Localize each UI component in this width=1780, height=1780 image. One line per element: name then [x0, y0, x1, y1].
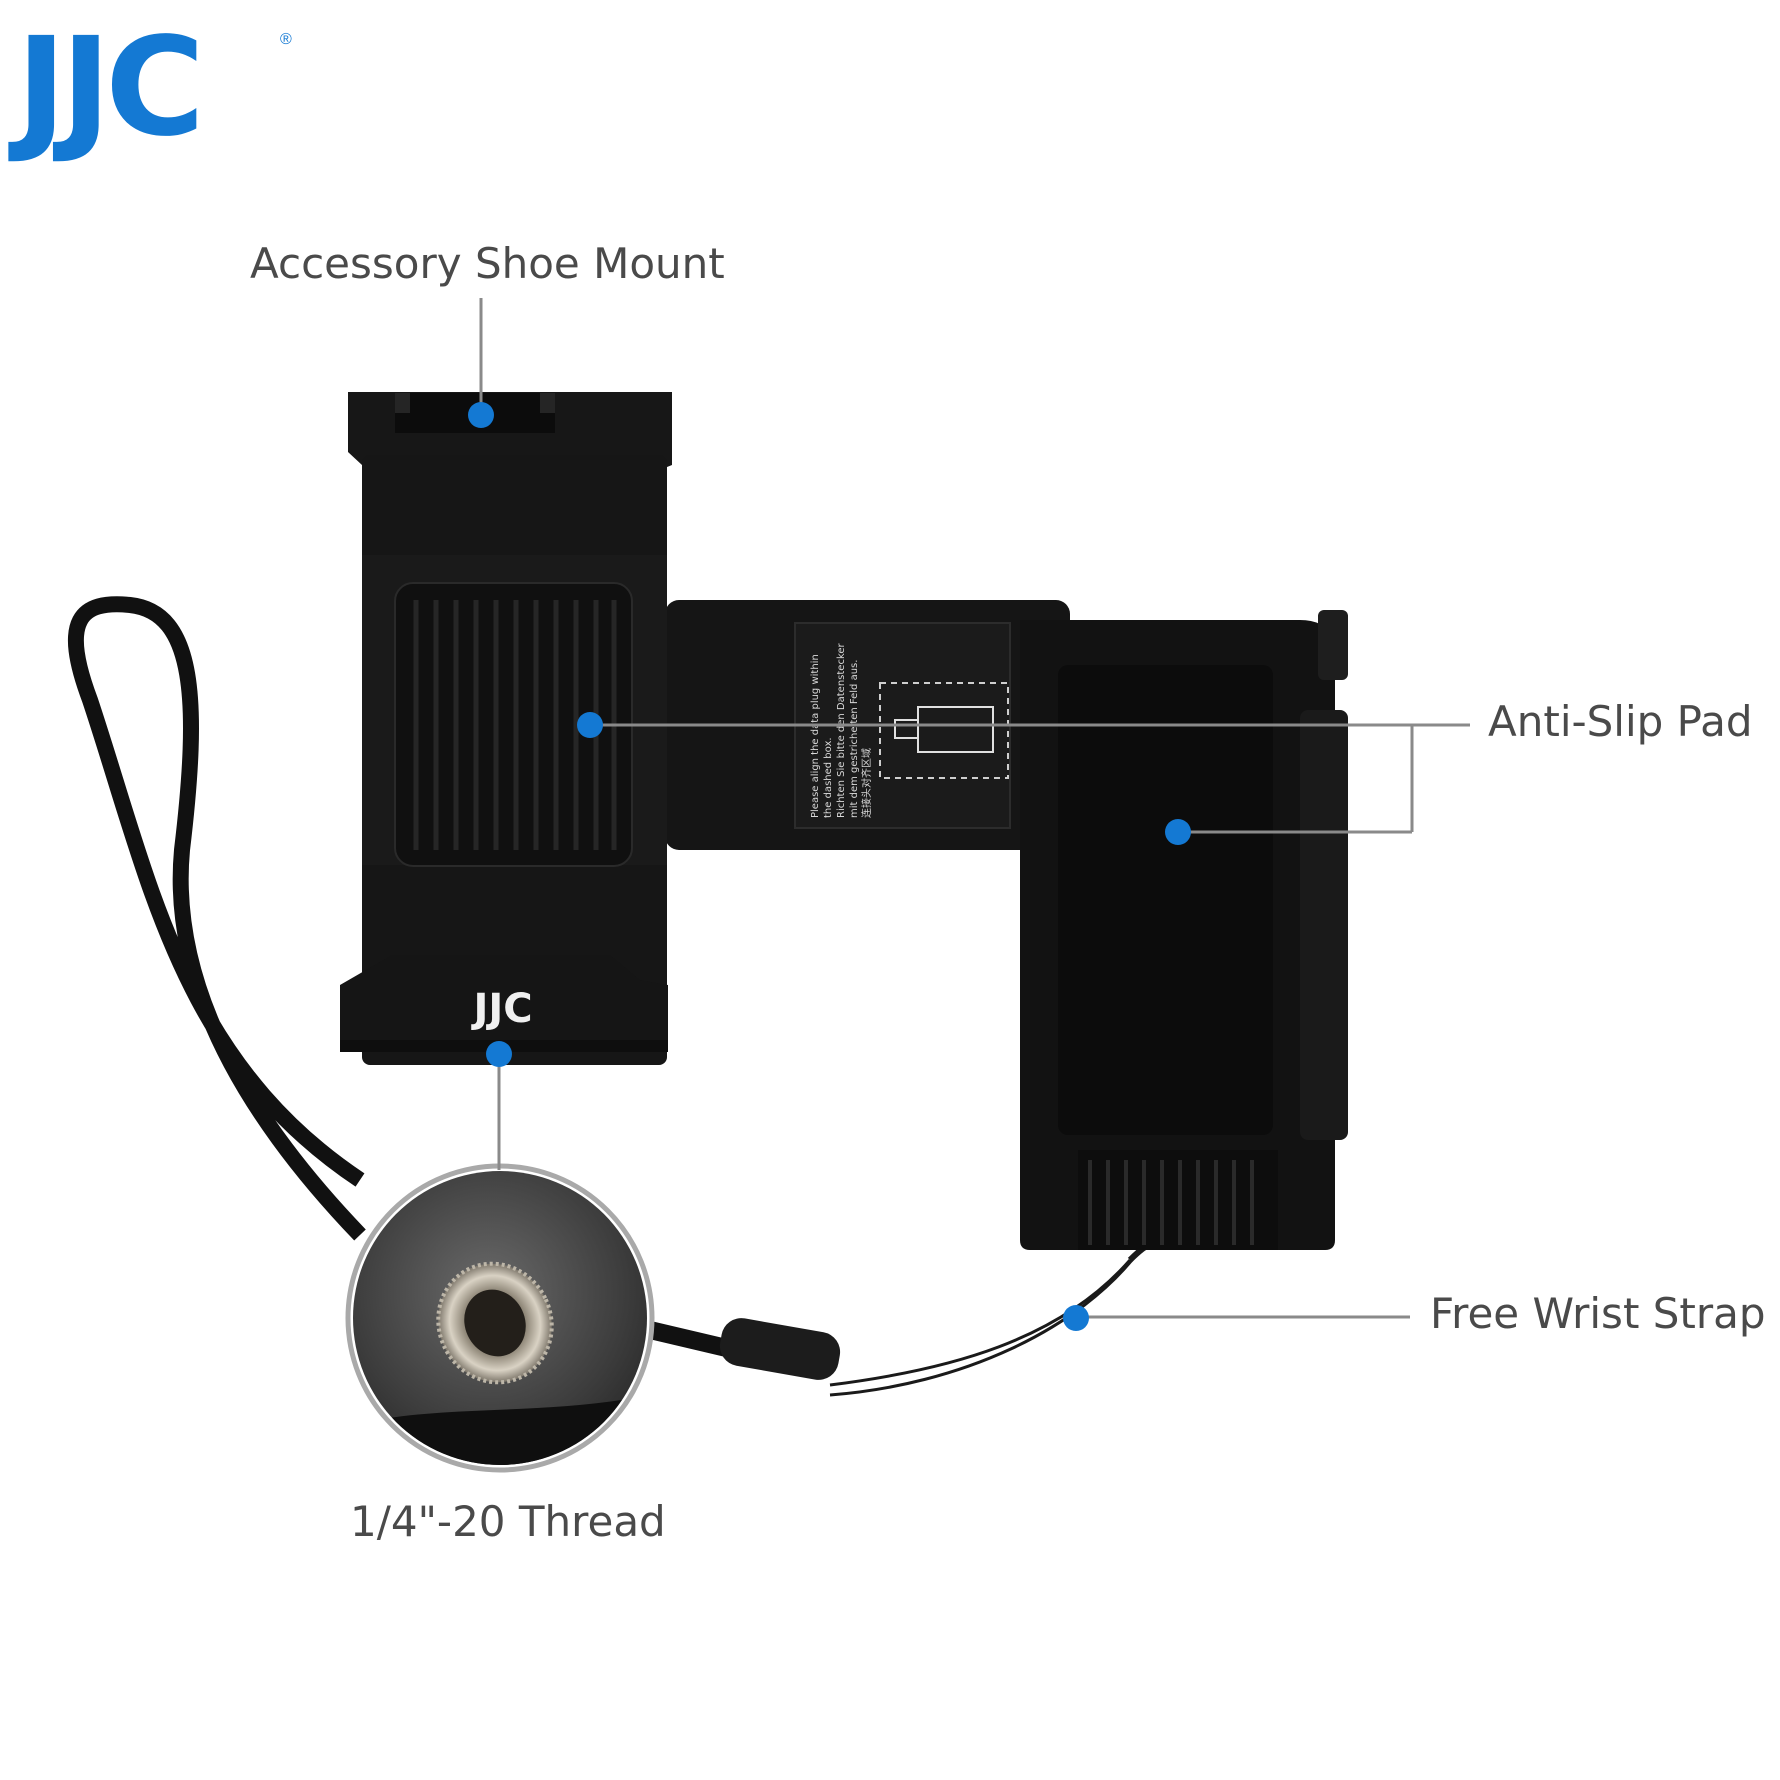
sticker-line-3: Richten Sie bitte den Datenstecker [836, 642, 847, 818]
thread-hole [464, 1289, 526, 1357]
markers [468, 402, 1191, 1331]
strap-slider [719, 1318, 841, 1380]
brand-logo-text: JJC [16, 9, 205, 167]
marker-thread [486, 1041, 512, 1067]
phone-clamp [340, 392, 672, 1065]
registered-mark: ® [280, 31, 292, 48]
wrist-strap [67, 596, 1149, 1397]
grip-anti-slip-pad [1058, 665, 1273, 1135]
sticker-line-1: Please align the data plug within [810, 654, 821, 818]
plug-dashed-box [879, 682, 1009, 779]
marker-anti-slip-clamp [577, 712, 603, 738]
sticker-line-2: the dashed box. [823, 737, 834, 818]
label-accessory-shoe-mount: Accessory Shoe Mount [250, 239, 725, 288]
label-anti-slip-pad: Anti-Slip Pad [1488, 697, 1753, 746]
grip-body: Please align the data plug within the da… [665, 600, 1348, 1250]
label-thread: 1/4"-20 Thread [350, 1497, 666, 1546]
label-free-wrist-strap: Free Wrist Strap [1430, 1289, 1766, 1338]
marker-anti-slip-grip [1165, 819, 1191, 845]
sticker-line-4: mit dem gestrichelten Feld aus. [849, 660, 860, 818]
clamp-logo: JJC [470, 986, 532, 1032]
marker-wrist-strap [1063, 1305, 1089, 1331]
leader-lines [479, 298, 1470, 1319]
sticker-line-5: 连接头对齐区域 [860, 748, 873, 818]
brand-logo: JJC ® [16, 20, 296, 156]
thread-zoom-inset [345, 1163, 655, 1473]
marker-shoe-mount [468, 402, 494, 428]
